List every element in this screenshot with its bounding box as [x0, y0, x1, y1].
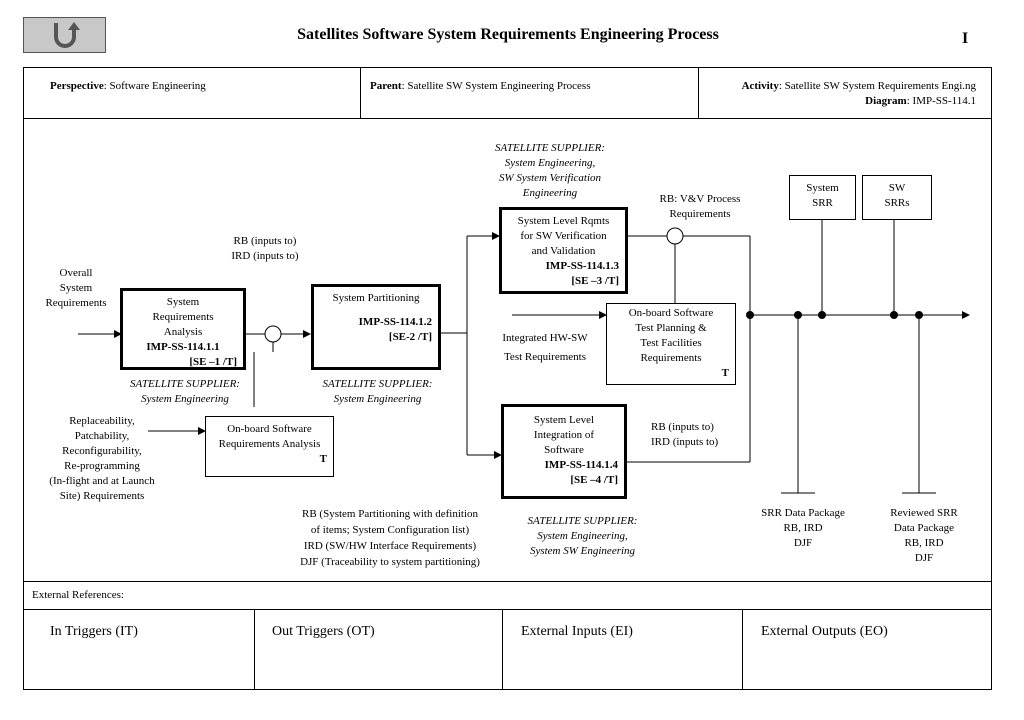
junction-dot: [915, 311, 923, 319]
process-id: IMP-SS-114.1.2: [358, 316, 432, 328]
back-button[interactable]: [23, 17, 106, 53]
rb-ird-inputs-label: RB (inputs to)IRD (inputs to): [231, 235, 299, 262]
divider: [23, 581, 992, 582]
process-tag: [SE –3 /T]: [571, 275, 619, 287]
u-turn-arrow-icon: [54, 22, 80, 48]
junction-dot: [746, 311, 754, 319]
supplier-label: SATELLITE SUPPLIER:System Engineering,SW…: [495, 142, 605, 199]
supplier-label: SATELLITE SUPPLIER:System Engineering: [322, 378, 433, 405]
external-outputs-heading: External Outputs (EO): [761, 624, 888, 639]
perspective-value: : Software Engineering: [103, 80, 206, 92]
divider: [23, 609, 992, 610]
process-box-system-requirements-analysis[interactable]: System Requirements Analysis IMP-SS-114.…: [120, 288, 246, 370]
out-triggers-heading: Out Triggers (OT): [272, 624, 375, 639]
perspective-label: Perspective: [50, 80, 104, 92]
junction-dot: [818, 311, 826, 319]
divider: [698, 67, 699, 118]
input-replaceability: Replaceability,Patchability,Reconfigurab…: [49, 415, 155, 502]
supplier-label: SATELLITE SUPPLIER:System Engineering: [130, 378, 240, 405]
activity-value: : Satellite SW System Requirements Engi.…: [778, 80, 976, 92]
process-box-system-level-integration[interactable]: System Level Integration of Software IMP…: [501, 404, 627, 499]
junction-dot: [794, 311, 802, 319]
process-box-onboard-sw-test-planning[interactable]: On-board Software Test Planning & Test F…: [606, 303, 736, 385]
in-triggers-heading: In Triggers (IT): [50, 624, 138, 639]
external-inputs-heading: External Inputs (EI): [521, 624, 633, 639]
rb-ird-inputs-label: RB (inputs to)IRD (inputs to): [651, 421, 719, 448]
divider: [502, 609, 503, 689]
diagram-value: : IMP-SS-114.1: [906, 95, 976, 107]
parent-value: : Satellite SW System Engineering Proces…: [401, 80, 591, 92]
process-id: IMP-SS-114.1.4: [544, 459, 618, 471]
diagram-label: Diagram: [865, 95, 907, 107]
activity-info: Activity: Satellite SW System Requiremen…: [700, 79, 976, 130]
junction-dot: [890, 311, 898, 319]
junction-circle: [264, 325, 282, 343]
divider: [23, 118, 992, 119]
process-box-sw-verification-validation[interactable]: System Level Rqmts for SW Verification a…: [499, 207, 628, 294]
parent-label: Parent: [370, 80, 402, 92]
parent-info: Parent: Satellite SW System Engineering …: [370, 79, 591, 130]
diagram-frame: [23, 67, 992, 690]
process-box-onboard-sw-requirements-analysis[interactable]: On-board Software Requirements Analysis …: [205, 416, 334, 477]
activity-label: Activity: [741, 80, 779, 92]
supplier-label: SATELLITE SUPPLIER:System Engineering,Sy…: [527, 515, 638, 557]
process-id: IMP-SS-114.1.3: [545, 260, 619, 272]
external-references-label: External References:: [32, 589, 124, 601]
divider: [360, 67, 361, 118]
process-tag: T: [319, 453, 327, 465]
process-id: IMP-SS-114.1.1: [146, 341, 220, 353]
divider: [254, 609, 255, 689]
junction-circle: [666, 227, 684, 245]
divider: [742, 609, 743, 689]
process-tag: [SE –1 /T]: [189, 356, 237, 368]
page-marker: I: [962, 30, 969, 47]
perspective-info: Perspective: Software Engineering: [50, 79, 206, 130]
process-tag: [SE-2 /T]: [388, 331, 432, 343]
page-title: Satellites Software System Requirements …: [297, 26, 719, 43]
process-tag: T: [721, 367, 729, 379]
process-box-system-partitioning[interactable]: System Partitioning IMP-SS-114.1.2 [SE-2…: [311, 284, 441, 370]
process-tag: [SE –4 /T]: [570, 474, 618, 486]
